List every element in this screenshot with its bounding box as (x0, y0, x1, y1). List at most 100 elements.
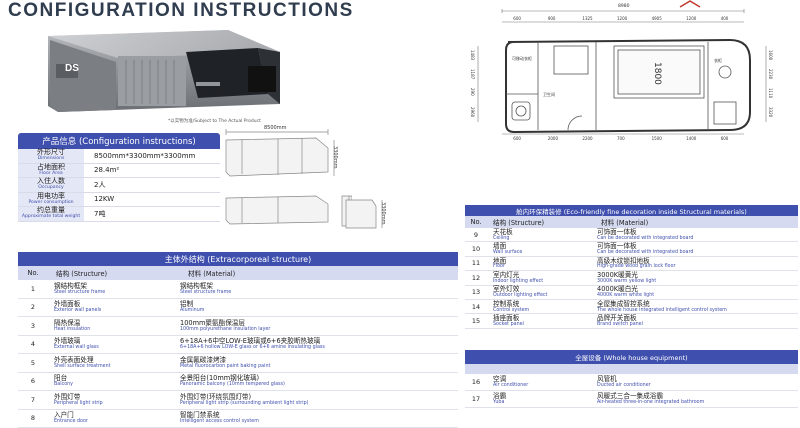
render-caption: *以实物为准/Subject to The Actual Product (168, 118, 261, 124)
material-en: 3000K warm yellow light (597, 279, 656, 284)
material-zh: 品牌开关面板 (597, 315, 643, 322)
dimension-label: 1325 (582, 16, 592, 21)
structure-zh: 插座面板 (493, 315, 591, 322)
structure-en: Control system (493, 308, 591, 313)
structure-en: Outdoor lighting effect (493, 293, 591, 298)
col-structure: 结构 (Structure) (487, 217, 597, 227)
structure-en: External wall glass (54, 345, 174, 350)
col-no: No. (18, 269, 48, 277)
material-zh: 风暖式三合一集成浴霸 (597, 393, 704, 400)
dimension-label: 290 (470, 88, 475, 96)
material-en: 6+18A+6 hollow LOW-E glass or 6+6 amine … (180, 345, 325, 350)
spec-label-zh: 占地面积 (18, 164, 84, 171)
dimension-label: 1200 (686, 16, 696, 21)
spec-label-en: Floor Area (18, 172, 84, 177)
material-en: Metal fluorocarbon paint baking paint (180, 364, 270, 369)
height-dimension: 3300mm (332, 146, 338, 168)
structure-en: Steel structure frame (54, 290, 174, 295)
bathroom-label: 卫生间 (543, 92, 555, 98)
dimension-label: 1600 (768, 50, 773, 60)
structure-en: Indoor lighting effect (493, 279, 591, 284)
row-number: 8 (18, 414, 48, 422)
material-zh: 金属氟碳漆烤漆 (180, 357, 270, 364)
structure-en: Wall surface (493, 250, 591, 255)
spec-header: 产品信息 (Configuration instructions) (18, 133, 220, 149)
material-en: Air-heated three-in-one integrated bathr… (597, 400, 704, 405)
dimension-label: 2960 (470, 107, 475, 117)
row-number: 11 (465, 259, 487, 267)
dimension-label: 1187 (470, 69, 475, 79)
dimension-label: 400 (721, 16, 729, 21)
structure-en: Yuba (493, 400, 591, 405)
row-number: 15 (465, 317, 487, 325)
spec-value: 8500mm*3300mm*3300mm (84, 149, 220, 163)
spec-value: 28.4m² (84, 163, 220, 178)
structure-zh: 空调 (493, 376, 591, 383)
row-number: 4 (18, 340, 48, 348)
material-zh: 可饰面一体板 (597, 229, 693, 236)
page-title: CONFIGURATION INSTRUCTIONS (8, 0, 354, 22)
exterior-header: 主体外结构 (Extracorporeal structure) (18, 252, 458, 266)
dimension-label: 700 (617, 136, 625, 141)
structure-zh: 浴霸 (493, 393, 591, 400)
end-view-drawing: 3300mm (342, 196, 392, 236)
row-number: 14 (465, 303, 487, 311)
structure-zh: 天花板 (493, 229, 591, 236)
structure-zh: 墙面 (493, 243, 591, 250)
dimension-label: 1400 (686, 136, 696, 141)
row-number: 12 (465, 274, 487, 282)
closet-label: 衣柜 (714, 58, 722, 64)
spec-value: 7吨 (84, 207, 220, 222)
spec-value: 12KW (84, 192, 220, 207)
row-number: 6 (18, 377, 48, 385)
brand-mark: DS (65, 63, 79, 74)
dimension-label: 600 (513, 136, 521, 141)
structure-zh: 地面 (493, 258, 591, 265)
material-en: Intelligent access control system (180, 419, 259, 424)
structure-en: Entrance door (54, 419, 174, 424)
material-zh: 钢结构框架 (180, 283, 231, 290)
col-material: 材料 (Material) (182, 268, 235, 278)
material-zh: 100mm聚氨酯保温层 (180, 320, 270, 327)
material-en: Steel structure frame (180, 290, 231, 295)
material-zh: 风管机 (597, 376, 651, 383)
col-structure: 结构 (Structure) (48, 268, 182, 278)
overall-dimension: 8980 (618, 4, 629, 9)
spec-value: 2人 (84, 178, 220, 193)
bed-label: 1800 (652, 62, 662, 85)
row-number: 13 (465, 288, 487, 296)
row-number: 7 (18, 396, 48, 404)
material-en: 100mm polyurethane insulation layer (180, 327, 270, 332)
dimension-label: 1500 (652, 136, 662, 141)
material-zh: 外围灯带(环绕氛围灯带) (180, 394, 309, 401)
material-cell: 全景阳台(10mm钢化玻璃)Panoramic balcony (10mm te… (174, 375, 285, 387)
spec-label-en: Power consumption (18, 201, 84, 206)
material-en: Aluminum (180, 308, 204, 313)
equipment-header: 全屋设备 (Whole house equipment) (465, 350, 798, 364)
